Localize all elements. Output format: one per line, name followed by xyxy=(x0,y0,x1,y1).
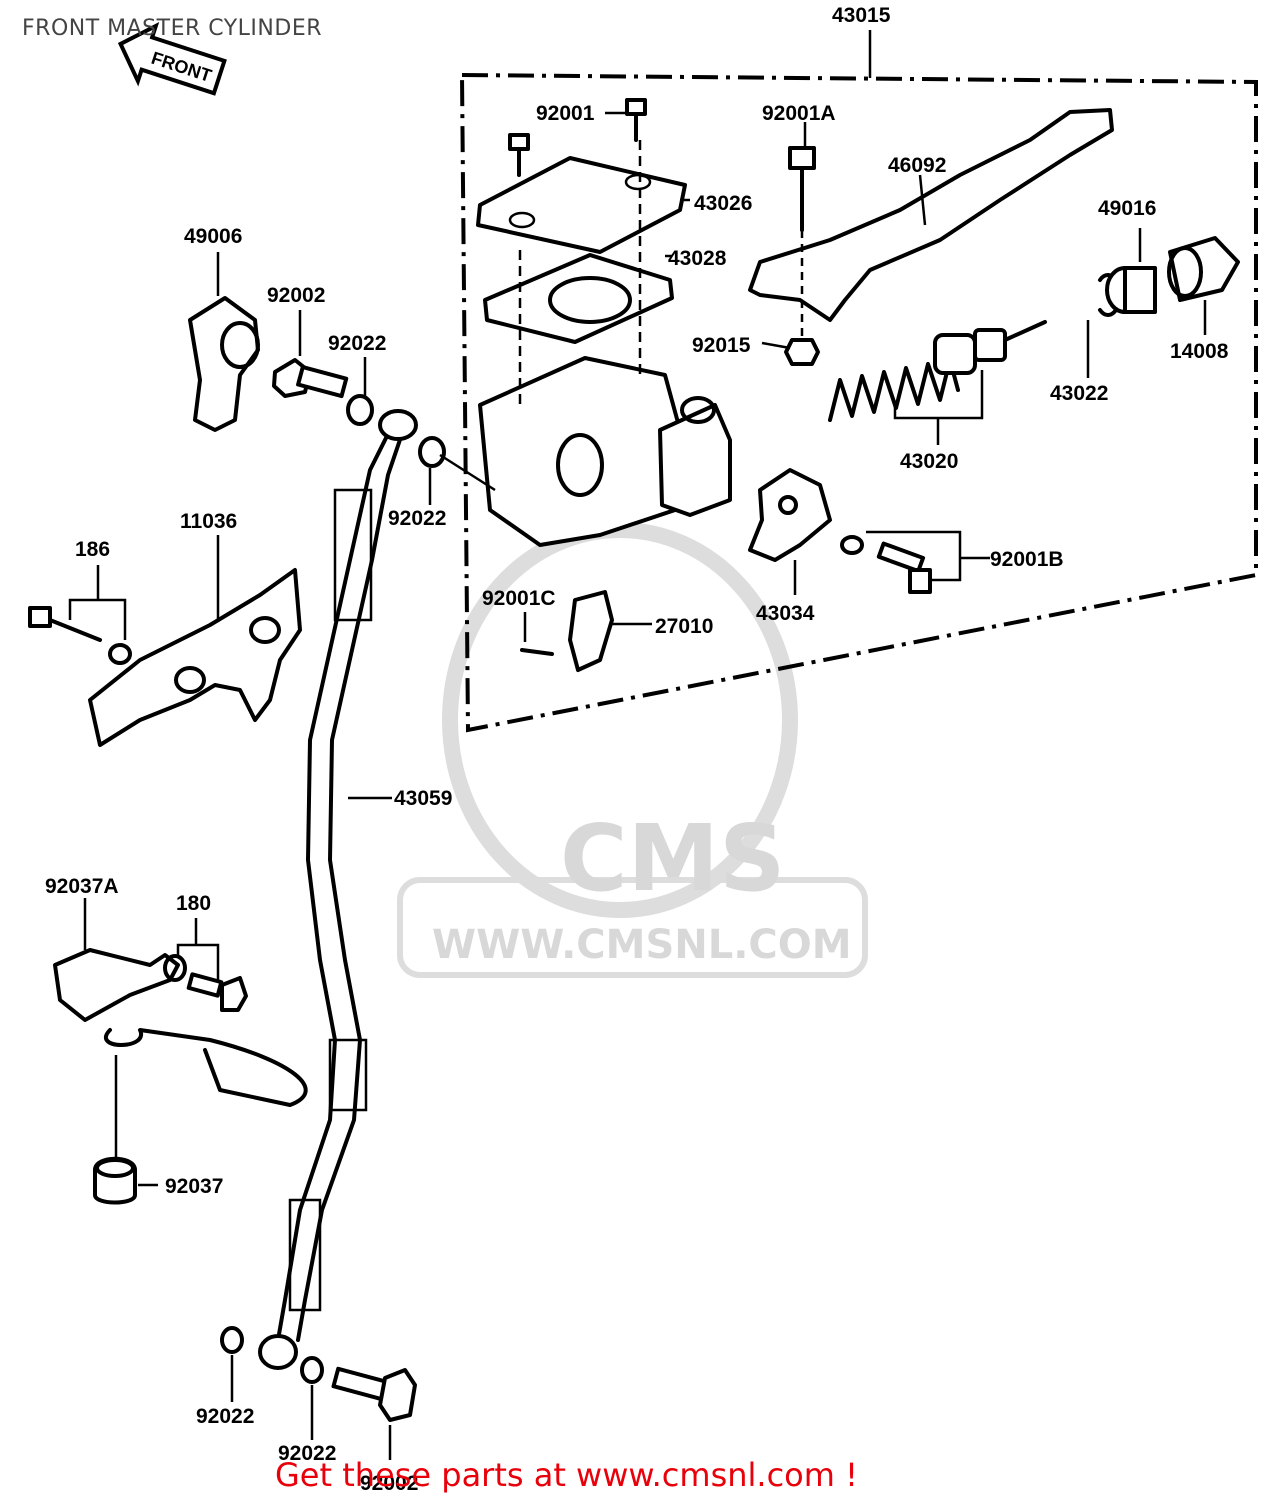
assembly-boundary xyxy=(459,72,1258,733)
watermark-logo: CMS WWW.CMSNL.COM xyxy=(397,522,868,978)
label-92037A: 92037A xyxy=(45,875,119,898)
label-27010: 27010 xyxy=(655,615,713,638)
label-46092: 46092 xyxy=(888,154,946,177)
cap-screws xyxy=(508,98,647,177)
switch-cover xyxy=(188,252,260,432)
label-92022-upper: 92022 xyxy=(328,332,386,355)
label-92001C: 92001C xyxy=(482,587,556,610)
brake-hose xyxy=(258,409,418,1370)
promo-link[interactable]: Get these parts at www.cmsnl.com ! xyxy=(275,1456,858,1494)
piston-spring xyxy=(828,320,1047,445)
watermark-url: WWW.CMSNL.COM xyxy=(432,922,852,968)
master-cylinder-body xyxy=(478,140,732,547)
label-49006: 49006 xyxy=(184,225,242,248)
label-11036: 11036 xyxy=(180,510,237,533)
label-43059: 43059 xyxy=(394,787,452,810)
label-92015: 92015 xyxy=(692,334,751,357)
label-43022: 43022 xyxy=(1050,382,1108,405)
label-14008: 14008 xyxy=(1170,340,1229,363)
label-186: 186 xyxy=(75,538,110,561)
banjo-bolts-washers xyxy=(220,310,496,1460)
label-43034: 43034 xyxy=(756,602,815,625)
hose-bracket-lower xyxy=(53,898,308,1205)
brake-lever xyxy=(748,108,1114,322)
leader-lines xyxy=(605,111,927,350)
label-43015: 43015 xyxy=(832,4,891,27)
label-92022-lower-left: 92022 xyxy=(196,1405,254,1428)
reservoir-cap xyxy=(476,156,687,254)
brake-switch xyxy=(520,590,652,672)
label-92022-lower-right: 92022 xyxy=(278,1442,336,1465)
label-92002: 92002 xyxy=(267,284,325,307)
label-92001A: 92001A xyxy=(762,102,836,125)
watermark-brand: CMS xyxy=(560,805,785,912)
label-92001: 92001 xyxy=(536,102,595,125)
label-92002-lower: 92002 xyxy=(360,1472,418,1495)
diagram-title: FRONT MASTER CYLINDER xyxy=(22,16,323,41)
part-labels: 43015 92001 92001A 46092 43026 49016 490… xyxy=(45,4,1229,1495)
label-49016: 49016 xyxy=(1098,197,1156,220)
label-43020: 43020 xyxy=(900,450,958,473)
label-92037: 92037 xyxy=(165,1175,223,1198)
label-92001B: 92001B xyxy=(990,548,1064,571)
label-43026: 43026 xyxy=(694,192,752,215)
seal-clip-boot xyxy=(1086,228,1240,378)
hose-bracket-upper xyxy=(28,535,302,747)
diaphragm xyxy=(483,253,674,344)
pivot-bolt xyxy=(784,146,820,366)
label-92022-body: 92022 xyxy=(388,507,446,530)
label-180: 180 xyxy=(176,892,211,915)
label-43028: 43028 xyxy=(668,247,727,270)
handlebar-clamp xyxy=(748,468,990,595)
